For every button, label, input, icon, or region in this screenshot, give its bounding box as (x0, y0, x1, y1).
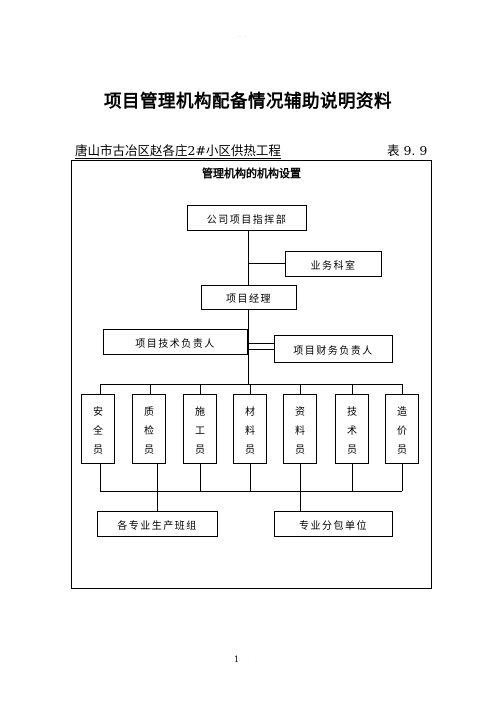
finance-branch-line (248, 349, 274, 350)
role-char: 安 (93, 407, 103, 418)
role-char: 员 (397, 445, 407, 456)
role-char: 技 (347, 407, 357, 418)
role-drop-line (200, 384, 201, 394)
role-char: 员 (245, 445, 255, 456)
role-char: 质 (144, 407, 154, 418)
role-char: 全 (93, 426, 103, 437)
role-char: 材 (245, 407, 255, 418)
role-char: 员 (347, 445, 357, 456)
role-box-quality: 质 检 员 (132, 394, 166, 464)
role-rise-line (352, 463, 353, 491)
office-branch-line (248, 263, 285, 264)
chart-frame (71, 160, 432, 589)
role-char: 资 (295, 407, 305, 418)
production-teams-box: 各专业生产班组 (97, 511, 218, 537)
role-char: 料 (245, 426, 255, 437)
role-box-materials: 材 料 员 (233, 394, 267, 464)
role-box-technician: 技 术 员 (335, 394, 369, 464)
role-box-construction: 施 工 员 (183, 394, 217, 464)
role-char: 施 (195, 407, 205, 418)
role-rise-line (300, 463, 301, 511)
project-manager-box: 项目经理 (201, 285, 297, 310)
subcontractor-box: 专业分包单位 (274, 511, 393, 537)
role-drop-line (402, 384, 403, 394)
production-teams-label: 各专业生产班组 (117, 520, 198, 532)
finance-lead-label: 项目财务负责人 (293, 345, 374, 357)
role-box-documents: 资 料 员 (283, 394, 317, 464)
role-char: 工 (195, 426, 205, 437)
role-box-safety: 安 全 员 (81, 394, 115, 464)
role-drop-line (250, 384, 251, 394)
role-drop-line (352, 384, 353, 394)
role-box-cost: 造 价 员 (385, 394, 419, 464)
hq-box: 公司项目指挥部 (187, 205, 307, 231)
hq-label: 公司项目指挥部 (206, 214, 288, 226)
role-char: 价 (397, 426, 407, 437)
role-rise-line (200, 463, 201, 491)
role-char: 料 (295, 426, 305, 437)
subcontractor-label: 专业分包单位 (299, 520, 368, 532)
chart-title: 管理机构的机构设置 (202, 167, 301, 180)
header-mark: ........ (236, 33, 247, 38)
role-drop-line (300, 384, 301, 394)
role-rise-line (250, 463, 251, 491)
table-number: 表 9. 9 (387, 143, 428, 158)
document-title: 项目管理机构配备情况辅助说明资料 (104, 92, 392, 112)
role-char: 员 (93, 445, 103, 456)
role-rise-line (100, 463, 101, 491)
finance-lead-box: 项目财务负责人 (274, 335, 393, 363)
project-name: 唐山市古冶区赵各庄2#小区供热工程 (75, 143, 281, 159)
role-char: 员 (295, 445, 305, 456)
project-manager-label: 项目经理 (226, 294, 272, 305)
role-rise-line (402, 463, 403, 491)
role-char: 造 (397, 407, 407, 418)
business-office-box: 业务科室 (285, 251, 382, 277)
role-char: 员 (144, 445, 154, 456)
role-char: 员 (195, 445, 205, 456)
tech-lead-box: 项目技术负责人 (103, 329, 248, 355)
roles-bus-line (100, 384, 402, 385)
role-drop-line (150, 384, 151, 394)
page-mark: . . . (243, 656, 250, 661)
bottom-bus-line (100, 491, 402, 492)
page-number: 1 (234, 655, 240, 664)
tech-lead-label: 项目技术负责人 (135, 338, 216, 350)
business-office-label: 业务科室 (310, 260, 357, 272)
role-char: 检 (144, 426, 154, 437)
tech-branch-line (248, 343, 274, 344)
role-char: 术 (347, 426, 357, 437)
role-rise-line (157, 463, 158, 511)
role-drop-line (100, 384, 101, 394)
